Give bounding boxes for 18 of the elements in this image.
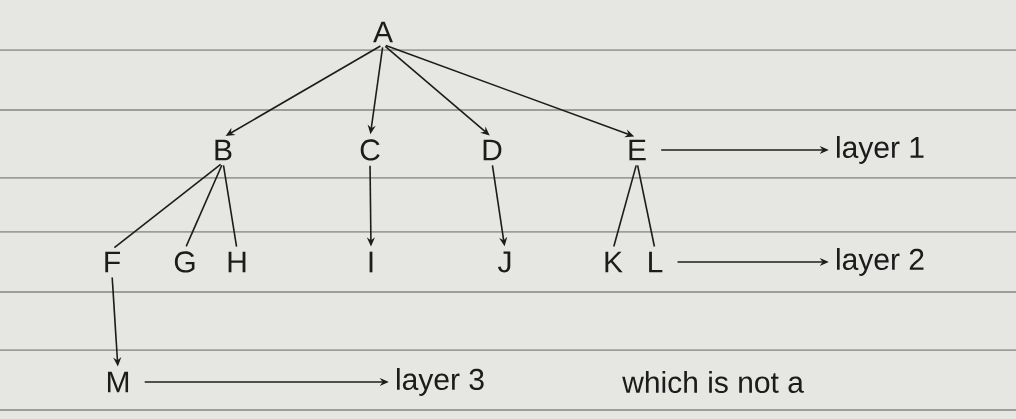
- letter-label: B: [211, 137, 235, 163]
- letter-label: E: [625, 137, 649, 163]
- connector-line: [185, 164, 223, 248]
- layer-label: layer 2: [833, 246, 927, 278]
- connector-line: [113, 163, 222, 249]
- letter-label: K: [601, 249, 625, 275]
- connector-line: [636, 164, 656, 248]
- layer-label: layer 1: [833, 134, 927, 166]
- layer-label: layer 3: [393, 366, 488, 398]
- letter-label: H: [224, 249, 250, 275]
- letter-label: A: [371, 19, 395, 45]
- letter-label: D: [479, 137, 505, 163]
- arrow: [384, 45, 490, 136]
- note-text: which is not a: [620, 368, 806, 395]
- letter-label: G: [171, 249, 199, 275]
- letter-label: C: [357, 137, 383, 163]
- connector-line: [613, 164, 637, 248]
- connector-line: [222, 164, 238, 248]
